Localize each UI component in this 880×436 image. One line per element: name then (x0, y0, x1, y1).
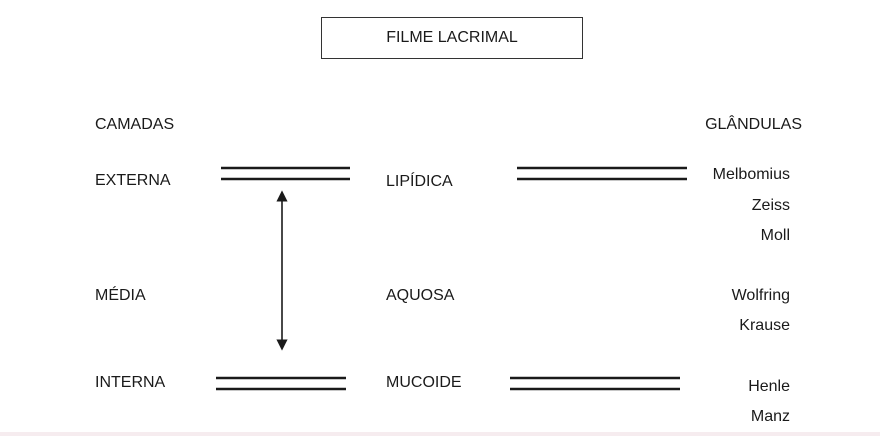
gland-krause: Krause (739, 317, 790, 334)
type-mucoid: MUCOIDE (386, 374, 462, 391)
layers-header: CAMADAS (95, 116, 175, 133)
layer-internal: INTERNA (95, 374, 166, 391)
layer-external: EXTERNA (95, 172, 171, 189)
gland-moll: Moll (760, 227, 790, 244)
gland-henle: Henle (748, 378, 790, 395)
gland-manz: Manz (750, 408, 790, 425)
glands-header: GLÂNDULAS (705, 116, 802, 133)
gland-melbomius: Melbomius (712, 166, 790, 183)
gland-zeiss: Zeiss (751, 197, 790, 214)
gland-wolfring: Wolfring (731, 287, 790, 304)
type-aqueous: AQUOSA (386, 287, 455, 304)
diagram-title: FILME LACRIMAL (386, 29, 518, 46)
type-lipid: LIPÍDICA (386, 173, 453, 190)
title-box: FILME LACRIMAL (321, 17, 583, 59)
bottom-strip (0, 432, 880, 436)
layer-middle: MÉDIA (95, 287, 146, 304)
